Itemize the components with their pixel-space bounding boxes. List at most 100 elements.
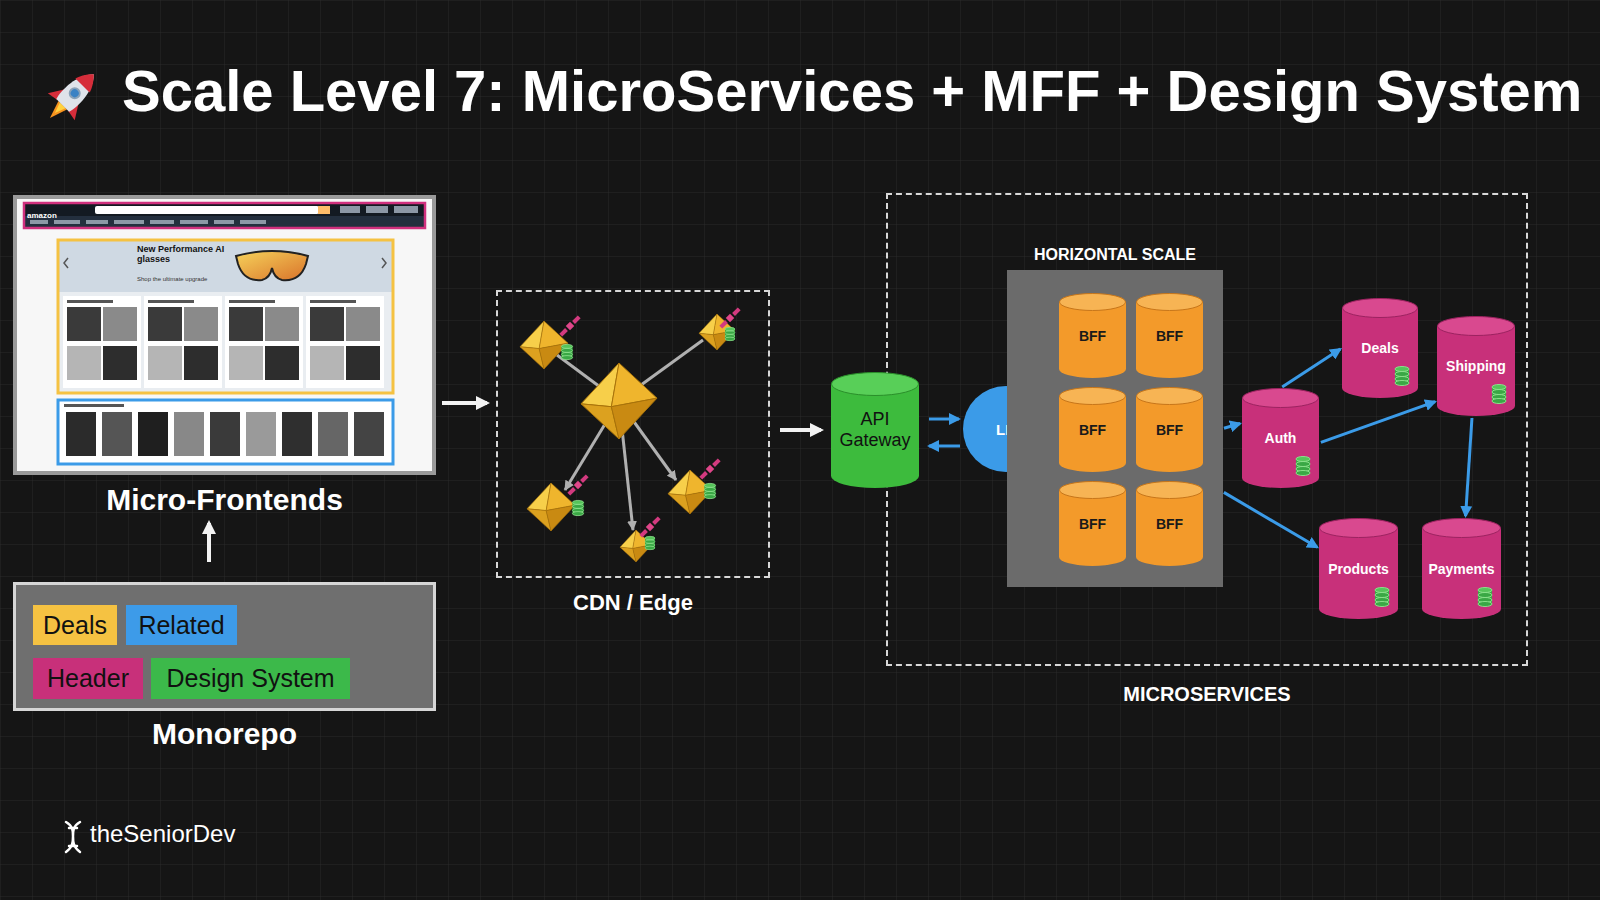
text-holder: HORIZONTAL SCALE (927, 246, 1303, 264)
related-thumb (138, 412, 168, 456)
text-holder: API Gateway (831, 372, 919, 488)
node-label: Deals (43, 613, 107, 638)
text-holder: Micro-Frontends (15, 485, 434, 515)
service-cylinder: Products (1319, 518, 1398, 619)
deal-card (225, 296, 303, 388)
sunglasses (236, 251, 308, 280)
hero-banner (58, 240, 393, 292)
cylinder-body (1422, 528, 1501, 619)
text-holder: Header (33, 658, 143, 699)
horizontal-scale-group: HORIZONTAL SCALEBFFBFFBFFBFFBFFBFF (1007, 270, 1223, 587)
deals-area (58, 240, 393, 393)
connector-arrow (1224, 424, 1240, 429)
related-thumb (282, 412, 312, 456)
cylinder-body (831, 384, 919, 488)
connector-arrow (442, 401, 487, 405)
watermark: theSeniorDev (90, 820, 235, 847)
node-label: Shipping (1446, 358, 1506, 374)
related-thumb (102, 412, 132, 456)
text-holder: Deals (33, 605, 117, 645)
microservices-region: MICROSERVICESLBHORIZONTAL SCALEBFFBFFBFF… (886, 193, 1528, 666)
cylinder-top (1137, 482, 1203, 499)
connectors (209, 349, 1472, 562)
nav-item (150, 220, 174, 224)
deal-card (306, 296, 384, 388)
origin-node (581, 363, 657, 439)
nav-item (214, 220, 234, 224)
deal-card (63, 296, 141, 388)
text-holder: CDN / Edge (416, 591, 850, 615)
cylinder-body (1437, 326, 1515, 416)
service-cylinder: Shipping (1437, 316, 1515, 416)
related-outline (58, 400, 393, 464)
node-label: CDN / Edge (573, 590, 693, 615)
text-holder: BFF (1136, 387, 1203, 472)
database-icon (1492, 385, 1506, 404)
cylinder-body (1136, 302, 1203, 378)
cache-db (645, 536, 655, 549)
text-holder: BFF (1059, 481, 1126, 566)
rocket-window (68, 86, 82, 100)
logo-wordmark: amazon (27, 211, 57, 220)
deals-outline (58, 240, 393, 393)
rocket-icon (37, 61, 108, 132)
bff-cylinder: BFF (1136, 293, 1203, 378)
nav-item (30, 220, 48, 224)
node-label: Related (138, 613, 224, 638)
text-holder: MICROSERVICES (806, 683, 1600, 705)
related-thumb (246, 412, 276, 456)
node-label: BFF (1156, 516, 1183, 532)
node-label: MICROSERVICES (1123, 683, 1290, 705)
title-holder: Scale Level 7: MicroServices + MFF + Des… (122, 62, 1582, 120)
shop-navbar (24, 216, 425, 228)
package-chip: Header (33, 658, 143, 699)
cache-db (572, 500, 583, 515)
label-holder: Shop the ultimate upgrade (137, 267, 207, 285)
cylinder-top (1423, 519, 1501, 538)
node-label: Design System (166, 666, 334, 691)
cylinder-body (1059, 490, 1126, 566)
nav-item (180, 220, 208, 224)
cylinder-top (1060, 482, 1126, 499)
deal-card (144, 296, 222, 388)
label-holder: amazon (27, 204, 57, 222)
monorepo-box: MonorepoDealsRelatedHeaderDesign System (13, 582, 436, 711)
label-holder: theSeniorDev (90, 820, 235, 849)
cylinder-top (1137, 294, 1203, 311)
nav-item (114, 220, 144, 224)
node-label: BFF (1079, 328, 1106, 344)
service-cylinder: Payments (1422, 518, 1501, 619)
cylinder-top (1137, 388, 1203, 405)
cylinder-top (1438, 317, 1515, 336)
header-outline (24, 203, 425, 228)
package-chip: Design System (151, 658, 350, 699)
related-thumb (318, 412, 348, 456)
node-label: Header (47, 666, 129, 691)
node-label: BFF (1156, 328, 1183, 344)
satellite-icon (639, 516, 662, 539)
text-holder: Products (1319, 518, 1398, 619)
text-holder: Design System (151, 658, 350, 699)
cylinder-top (1060, 294, 1126, 311)
node-label: API Gateway (835, 409, 915, 450)
service-cylinder: Deals (1342, 298, 1418, 398)
cylinder-top (832, 373, 919, 396)
node-label: HORIZONTAL SCALE (1034, 246, 1196, 263)
satellite-icon (719, 307, 742, 330)
connector-arrow (1282, 349, 1340, 387)
bff-cylinder: BFF (1059, 387, 1126, 472)
cylinder-body (1059, 396, 1126, 472)
bff-cylinder: BFF (1059, 293, 1126, 378)
related-thumb (66, 412, 96, 456)
satellite-icon (699, 458, 722, 481)
text-holder: BFF (1059, 293, 1126, 378)
label-holder: New Performance AI glasses (137, 245, 225, 265)
related-thumb (354, 412, 384, 456)
cylinder-top (1243, 389, 1319, 408)
node-shape (496, 290, 770, 578)
node-label: Products (1328, 561, 1389, 577)
banner-subline: Shop the ultimate upgrade (137, 276, 207, 282)
